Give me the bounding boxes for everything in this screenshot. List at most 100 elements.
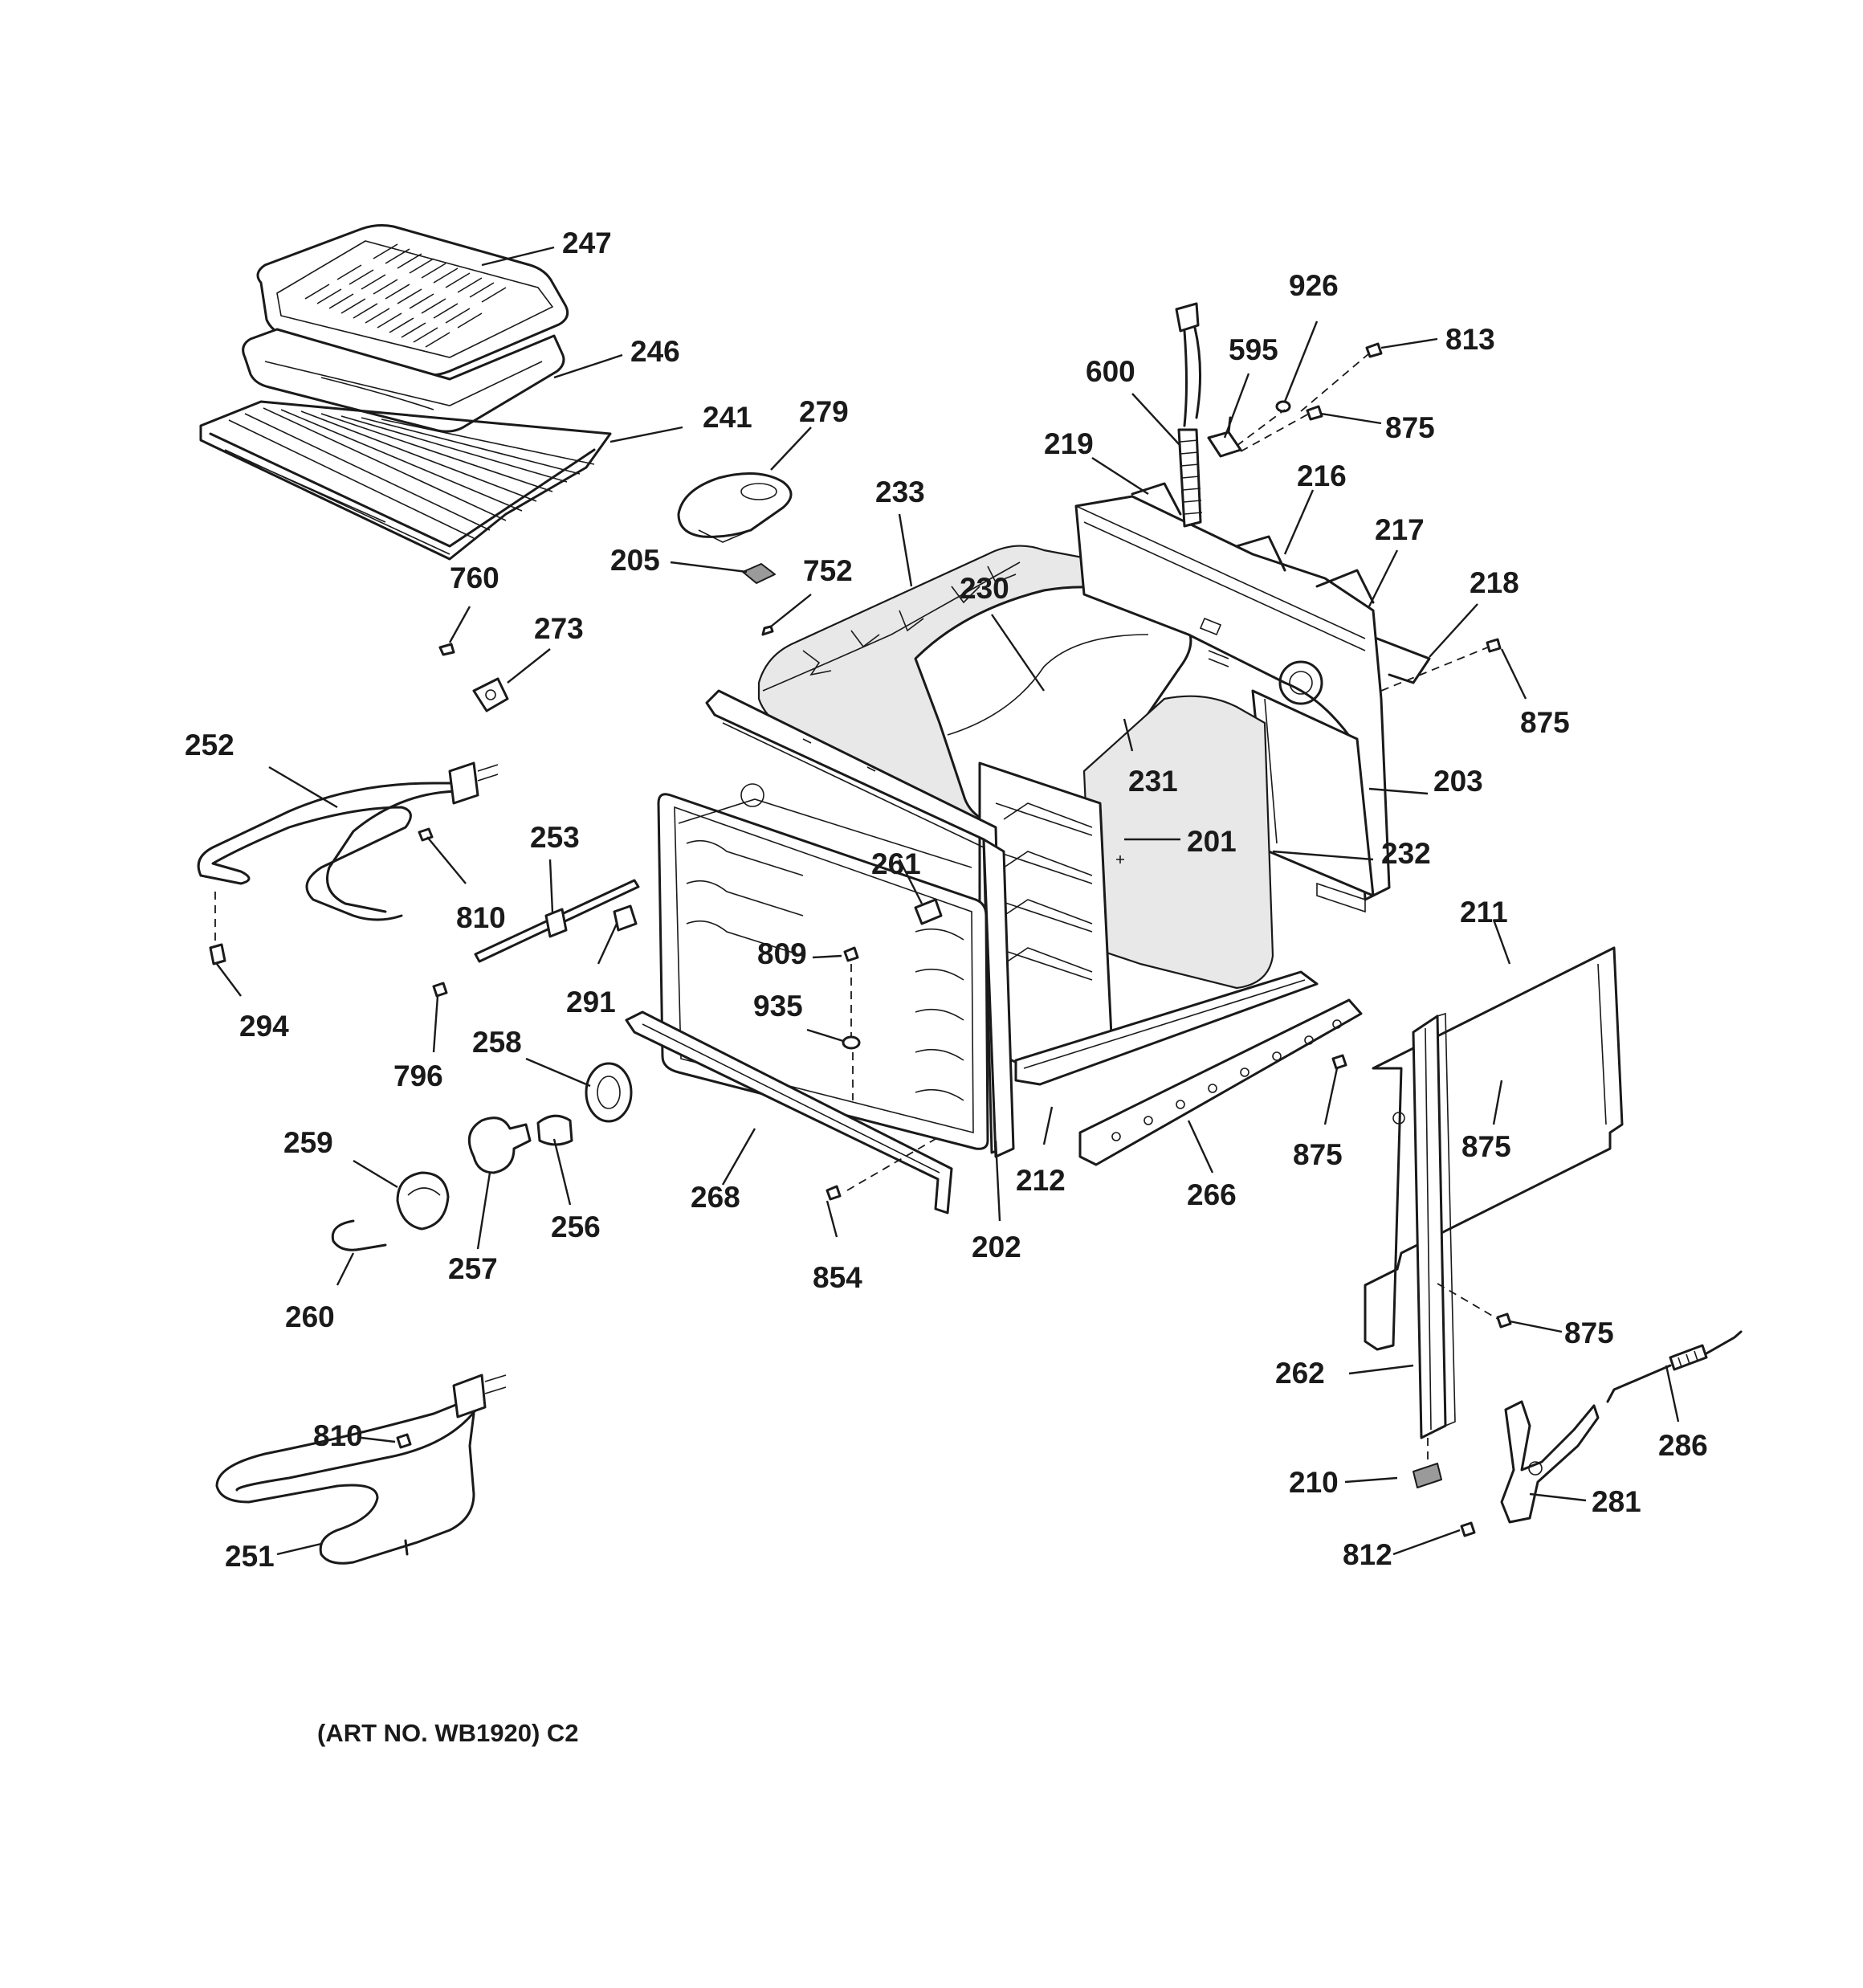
part-label: 875	[1520, 706, 1570, 739]
wire-harness-part-600	[1175, 302, 1203, 528]
part-label: 202	[972, 1231, 1021, 1263]
part-label: 875	[1461, 1130, 1511, 1163]
broiler-pan-part	[242, 328, 565, 433]
part-label: 875	[1564, 1316, 1614, 1349]
art-number-caption: (ART NO. WB1920) C2	[317, 1719, 579, 1747]
bottom-rail-part-212	[1014, 970, 1319, 1086]
part-label: 219	[1044, 427, 1094, 460]
broil-element-part-252	[197, 761, 499, 921]
part-label: 875	[1385, 411, 1435, 444]
screw-part-809	[843, 946, 859, 962]
screw-part-926	[1275, 400, 1291, 413]
rear-frame-part	[1074, 482, 1431, 901]
front-frame-part-202	[705, 689, 1015, 1158]
part-label: 217	[1375, 513, 1425, 546]
part-label: 210	[1289, 1466, 1339, 1499]
part-label: 261	[871, 847, 921, 880]
part-label: 258	[472, 1026, 522, 1059]
cover-part-279	[677, 472, 793, 543]
lamp-bulb-part-257	[467, 1116, 532, 1174]
part-label: 251	[225, 1540, 275, 1573]
part-label: 201	[1187, 825, 1237, 858]
part-label: 279	[799, 395, 849, 428]
part-label: 262	[1275, 1357, 1325, 1390]
oven-liner-part	[657, 793, 989, 1150]
part-label: 205	[610, 544, 660, 577]
part-label: 211	[1460, 896, 1508, 929]
oven-rack-part	[199, 400, 612, 561]
part-label: 232	[1381, 837, 1431, 870]
part-label: 760	[450, 561, 499, 594]
bake-element-part-251	[215, 1374, 507, 1565]
part-label: 600	[1086, 355, 1135, 388]
part-label: 260	[285, 1300, 335, 1333]
part-label: 286	[1658, 1429, 1708, 1462]
part-label: 253	[530, 821, 580, 854]
part-label: 259	[283, 1126, 333, 1159]
screw-part-810-upper	[418, 827, 434, 842]
bracket-part-210	[1413, 1463, 1442, 1488]
part-label: 246	[630, 335, 680, 368]
part-label: 212	[1016, 1164, 1066, 1197]
lamp-socket-part-256	[536, 1114, 573, 1146]
part-label: 796	[393, 1059, 443, 1092]
screw-part-854	[826, 1185, 842, 1201]
part-label: 218	[1470, 566, 1519, 599]
bracket-part-273	[472, 677, 509, 712]
temperature-sensor-part-253	[474, 879, 640, 963]
part-label: 203	[1433, 765, 1483, 798]
part-label: 935	[753, 990, 803, 1023]
screw-part-875-lower	[1496, 1312, 1512, 1329]
part-label: 268	[691, 1181, 740, 1214]
bracket-part-294	[209, 943, 226, 965]
screw-part-796	[432, 982, 448, 998]
part-label: 273	[534, 612, 584, 645]
leader-lines	[214, 246, 1680, 1556]
part-label: 216	[1297, 459, 1347, 492]
part-label: 231	[1128, 765, 1178, 798]
part-label: 233	[875, 476, 925, 508]
bottom-rail-part-266	[1078, 998, 1363, 1166]
part-label: 230	[960, 572, 1009, 605]
screw-part-812	[1460, 1521, 1476, 1537]
part-label: 810	[456, 901, 506, 934]
part-label: 810	[313, 1419, 363, 1452]
screw-part-875-bottom	[1331, 1054, 1347, 1070]
part-label: 281	[1592, 1485, 1641, 1518]
screw-part-813	[1365, 342, 1383, 358]
part-label: 812	[1343, 1538, 1392, 1571]
part-label: 294	[239, 1010, 289, 1043]
hinge-spring-part-286	[1606, 1330, 1743, 1403]
screw-part-752	[761, 625, 774, 636]
part-number-labels: 247 246 241 279 233 205 752 760 273 230 …	[185, 227, 1708, 1573]
part-label: 256	[551, 1210, 601, 1243]
wire-clip-part-260	[331, 1219, 387, 1251]
hinge-channel-part-262	[1412, 1012, 1456, 1439]
part-label: 252	[185, 729, 234, 761]
part-label: 291	[566, 986, 616, 1018]
screw-part-810-lower	[396, 1433, 412, 1449]
part-label: 875	[1293, 1138, 1343, 1171]
washer-part-935	[842, 1035, 861, 1050]
part-label: 809	[757, 937, 807, 970]
screw-part-760	[438, 643, 455, 656]
clip-part-261	[914, 898, 943, 925]
part-label: 257	[448, 1252, 498, 1285]
part-label: 595	[1229, 333, 1278, 366]
screen-part-205	[742, 563, 776, 584]
bottom-trim-part-268	[625, 1010, 953, 1214]
part-label: 926	[1289, 269, 1339, 302]
screw-part-875-right	[1486, 638, 1502, 653]
part-label: 241	[703, 401, 752, 434]
oven-cavity-part-201	[978, 695, 1274, 1078]
lamp-receptacle-part-258	[585, 1062, 633, 1123]
door-hinge-part-281	[1500, 1400, 1600, 1524]
part-label: 813	[1445, 323, 1495, 356]
clip-part-291	[613, 904, 638, 932]
part-label: 266	[1187, 1178, 1237, 1211]
screw-part-875-top	[1306, 405, 1323, 421]
part-label: 752	[803, 554, 853, 587]
part-label: 854	[813, 1261, 862, 1294]
part-label: 247	[562, 227, 612, 259]
